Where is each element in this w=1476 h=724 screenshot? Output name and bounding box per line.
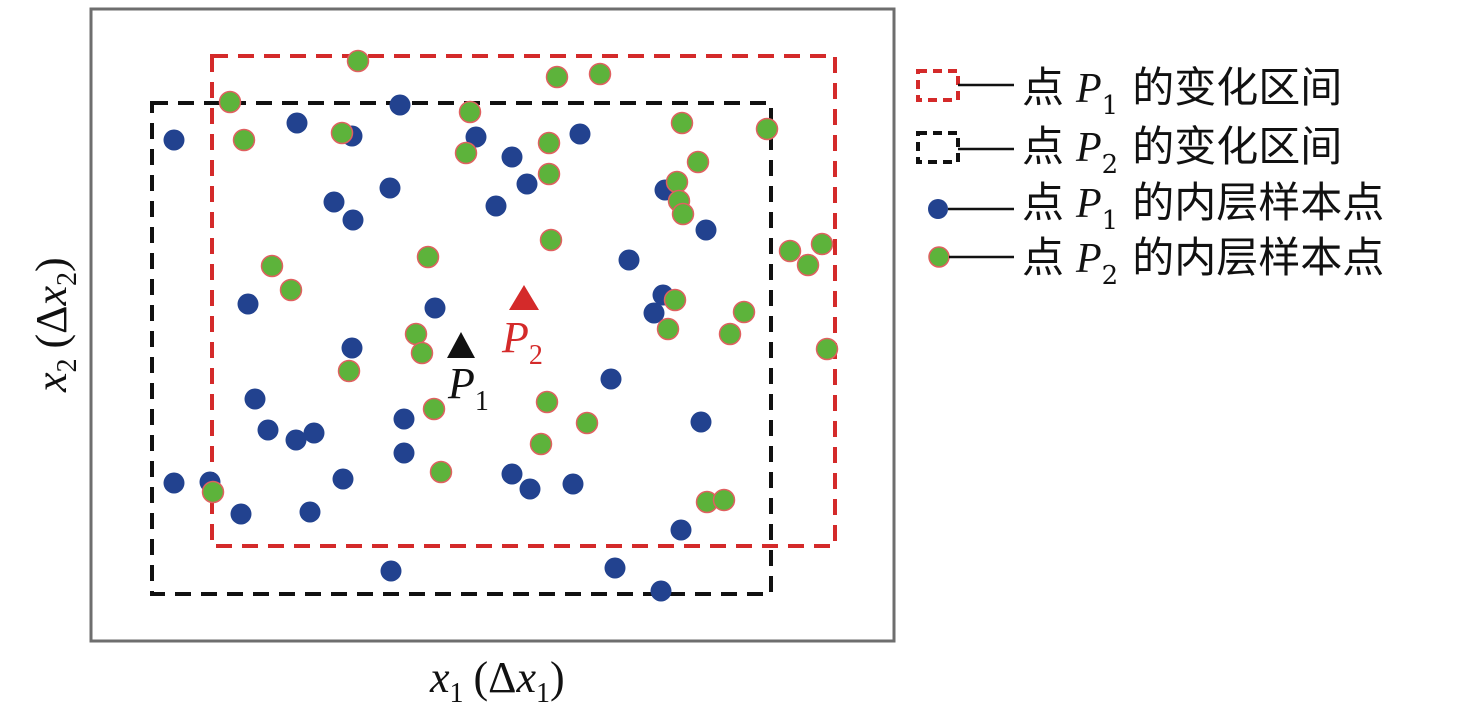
blue-sample-dot — [600, 368, 622, 390]
blue-sample-dot — [604, 557, 626, 579]
blue-sample-dot — [285, 429, 307, 451]
legend-black-box-icon — [916, 131, 960, 164]
blue-sample-dot — [303, 422, 325, 444]
green-sample-dot — [671, 202, 695, 226]
blue-sample-dot — [286, 112, 308, 134]
blue-sample-dot — [244, 388, 266, 410]
green-sample-dot — [670, 111, 694, 135]
blue-sample-dot — [650, 580, 672, 602]
blue-sample-dot — [569, 123, 591, 145]
green-sample-dot — [712, 488, 736, 512]
blue-sample-dot — [380, 560, 402, 582]
green-sample-dot — [330, 121, 354, 145]
green-sample-dot — [815, 337, 839, 361]
blue-sample-dot — [695, 219, 717, 241]
plot-frame — [89, 7, 896, 643]
green-sample-dot — [454, 141, 478, 165]
blue-sample-dot — [501, 146, 523, 168]
blue-sample-dot — [379, 177, 401, 199]
legend-red-box-icon — [916, 69, 960, 102]
green-sample-dot — [755, 117, 779, 141]
green-sample-dot — [404, 322, 428, 346]
blue-sample-dot — [393, 442, 415, 464]
legend-blue-dot-icon — [928, 199, 948, 219]
green-sample-dot — [796, 253, 820, 277]
p2-inner-sample-points — [201, 49, 839, 514]
green-sample-dot — [346, 49, 370, 73]
blue-sample-dot — [516, 173, 538, 195]
blue-sample-dot — [562, 473, 584, 495]
p1-inner-sample-points — [163, 94, 717, 602]
blue-sample-dot — [332, 468, 354, 490]
green-sample-dot — [537, 131, 561, 155]
green-sample-dot — [686, 150, 710, 174]
green-sample-dot — [575, 411, 599, 435]
green-sample-dot — [732, 300, 756, 324]
green-sample-dot — [422, 397, 446, 421]
blue-sample-dot — [485, 195, 507, 217]
blue-sample-dot — [618, 249, 640, 271]
green-sample-dot — [535, 390, 559, 414]
p1-marker — [447, 332, 475, 358]
p1-interval-box — [210, 54, 837, 548]
blue-sample-dot — [424, 297, 446, 319]
green-sample-dot — [529, 432, 553, 456]
blue-sample-dot — [643, 302, 665, 324]
green-sample-dot — [429, 460, 453, 484]
green-sample-dot — [218, 90, 242, 114]
blue-sample-dot — [163, 472, 185, 494]
green-sample-dot — [458, 100, 482, 124]
green-sample-dot — [232, 128, 256, 152]
blue-sample-dot — [342, 209, 364, 231]
green-sample-dot — [260, 254, 284, 278]
x-axis-label: x1(Δx1) — [429, 653, 565, 709]
legend-green-dot-icon — [928, 246, 950, 268]
p2-interval-box — [150, 101, 773, 596]
blue-sample-dot — [323, 191, 345, 213]
blue-sample-dot — [690, 411, 712, 433]
blue-sample-dot — [519, 478, 541, 500]
blue-sample-dot — [257, 419, 279, 441]
blue-sample-dot — [670, 519, 692, 541]
blue-sample-dot — [163, 129, 185, 151]
blue-sample-dot — [230, 503, 252, 525]
green-sample-dot — [279, 278, 303, 302]
green-sample-dot — [201, 480, 225, 504]
blue-sample-dot — [389, 94, 411, 116]
blue-sample-dot — [465, 126, 487, 148]
green-sample-dot — [539, 228, 563, 252]
green-sample-dot — [718, 322, 742, 346]
blue-sample-dot — [237, 293, 259, 315]
green-sample-dot — [663, 288, 687, 312]
green-sample-dot — [810, 232, 834, 256]
blue-sample-dot — [501, 463, 523, 485]
green-sample-dot — [665, 170, 689, 194]
p2-label: P2 — [501, 313, 543, 371]
blue-sample-dot — [393, 408, 415, 430]
green-sample-dot — [410, 341, 434, 365]
green-sample-dot — [545, 65, 569, 89]
green-sample-dot — [778, 239, 802, 263]
blue-sample-dot — [299, 501, 321, 523]
p2-marker — [509, 285, 539, 310]
green-sample-dot — [416, 245, 440, 269]
green-sample-dot — [537, 162, 561, 186]
green-sample-dot — [656, 317, 680, 341]
green-sample-dot — [337, 359, 361, 383]
p1-label: P1 — [447, 359, 489, 417]
y-axis-label: x2(Δx2) — [27, 257, 83, 393]
green-sample-dot — [588, 62, 612, 86]
blue-sample-dot — [341, 337, 363, 359]
